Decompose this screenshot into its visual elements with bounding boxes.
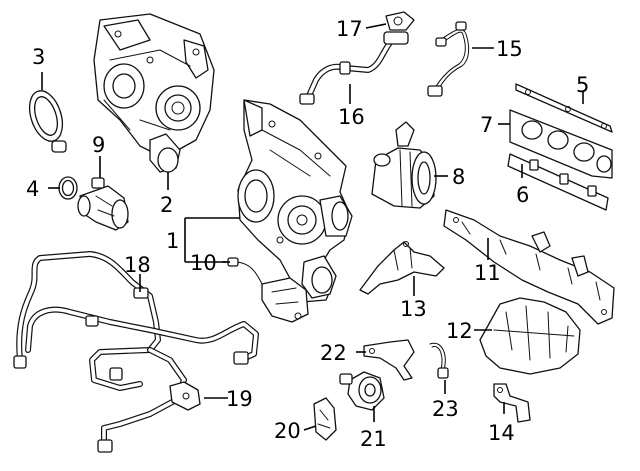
part-22-bracket xyxy=(363,339,415,381)
callout-19: 19 xyxy=(226,387,253,411)
callout-10: 10 xyxy=(190,251,217,275)
part-1-turbo-manifold xyxy=(237,99,353,303)
part-8-intake-pipe xyxy=(371,121,437,209)
callout-21: 21 xyxy=(360,427,387,451)
callout-17: 17 xyxy=(336,17,363,41)
part-13-heat-shield xyxy=(359,241,445,295)
part-20-clip xyxy=(313,397,337,441)
callout-5: 5 xyxy=(576,73,589,97)
part-12-heat-shield xyxy=(479,297,581,375)
part-3-oring xyxy=(28,90,67,153)
part-5-gasket xyxy=(515,83,613,133)
callout-20: 20 xyxy=(274,419,301,443)
part-9-connector xyxy=(77,177,129,231)
callout-labels: 3 4 9 2 1 10 17 16 15 5 7 6 8 11 13 12 2… xyxy=(26,17,589,451)
part-7-gasket xyxy=(509,109,613,179)
part-2-turbocharger xyxy=(93,13,215,173)
leader-lines xyxy=(41,23,584,431)
part-16-oil-line xyxy=(299,31,409,105)
part-21-pump xyxy=(339,371,385,411)
callout-16: 16 xyxy=(338,105,365,129)
callout-7: 7 xyxy=(480,113,493,137)
callout-22: 22 xyxy=(320,341,347,365)
part-14-bracket xyxy=(493,383,531,423)
callout-15: 15 xyxy=(496,37,523,61)
callout-2: 2 xyxy=(160,193,173,217)
callout-12: 12 xyxy=(446,319,473,343)
callout-14: 14 xyxy=(488,421,515,445)
part-15-coolant-line xyxy=(427,21,470,97)
part-17-gasket xyxy=(385,11,415,31)
part-23-clamp xyxy=(429,342,449,379)
part-11-heat-shield xyxy=(443,209,615,325)
callout-23: 23 xyxy=(432,397,459,421)
callout-18: 18 xyxy=(124,253,151,277)
part-18-coolant-lines xyxy=(13,251,259,453)
callout-3: 3 xyxy=(32,45,45,69)
callout-1: 1 xyxy=(166,229,179,253)
part-6-gasket xyxy=(507,153,609,211)
part-19-connector xyxy=(169,381,201,411)
callout-8: 8 xyxy=(452,165,465,189)
part-10-actuator xyxy=(227,257,309,323)
callout-13: 13 xyxy=(400,297,427,321)
part-4-oring xyxy=(58,176,78,200)
callout-9: 9 xyxy=(92,133,105,157)
callout-11: 11 xyxy=(474,261,501,285)
callout-4: 4 xyxy=(26,177,39,201)
callout-6: 6 xyxy=(516,183,529,207)
